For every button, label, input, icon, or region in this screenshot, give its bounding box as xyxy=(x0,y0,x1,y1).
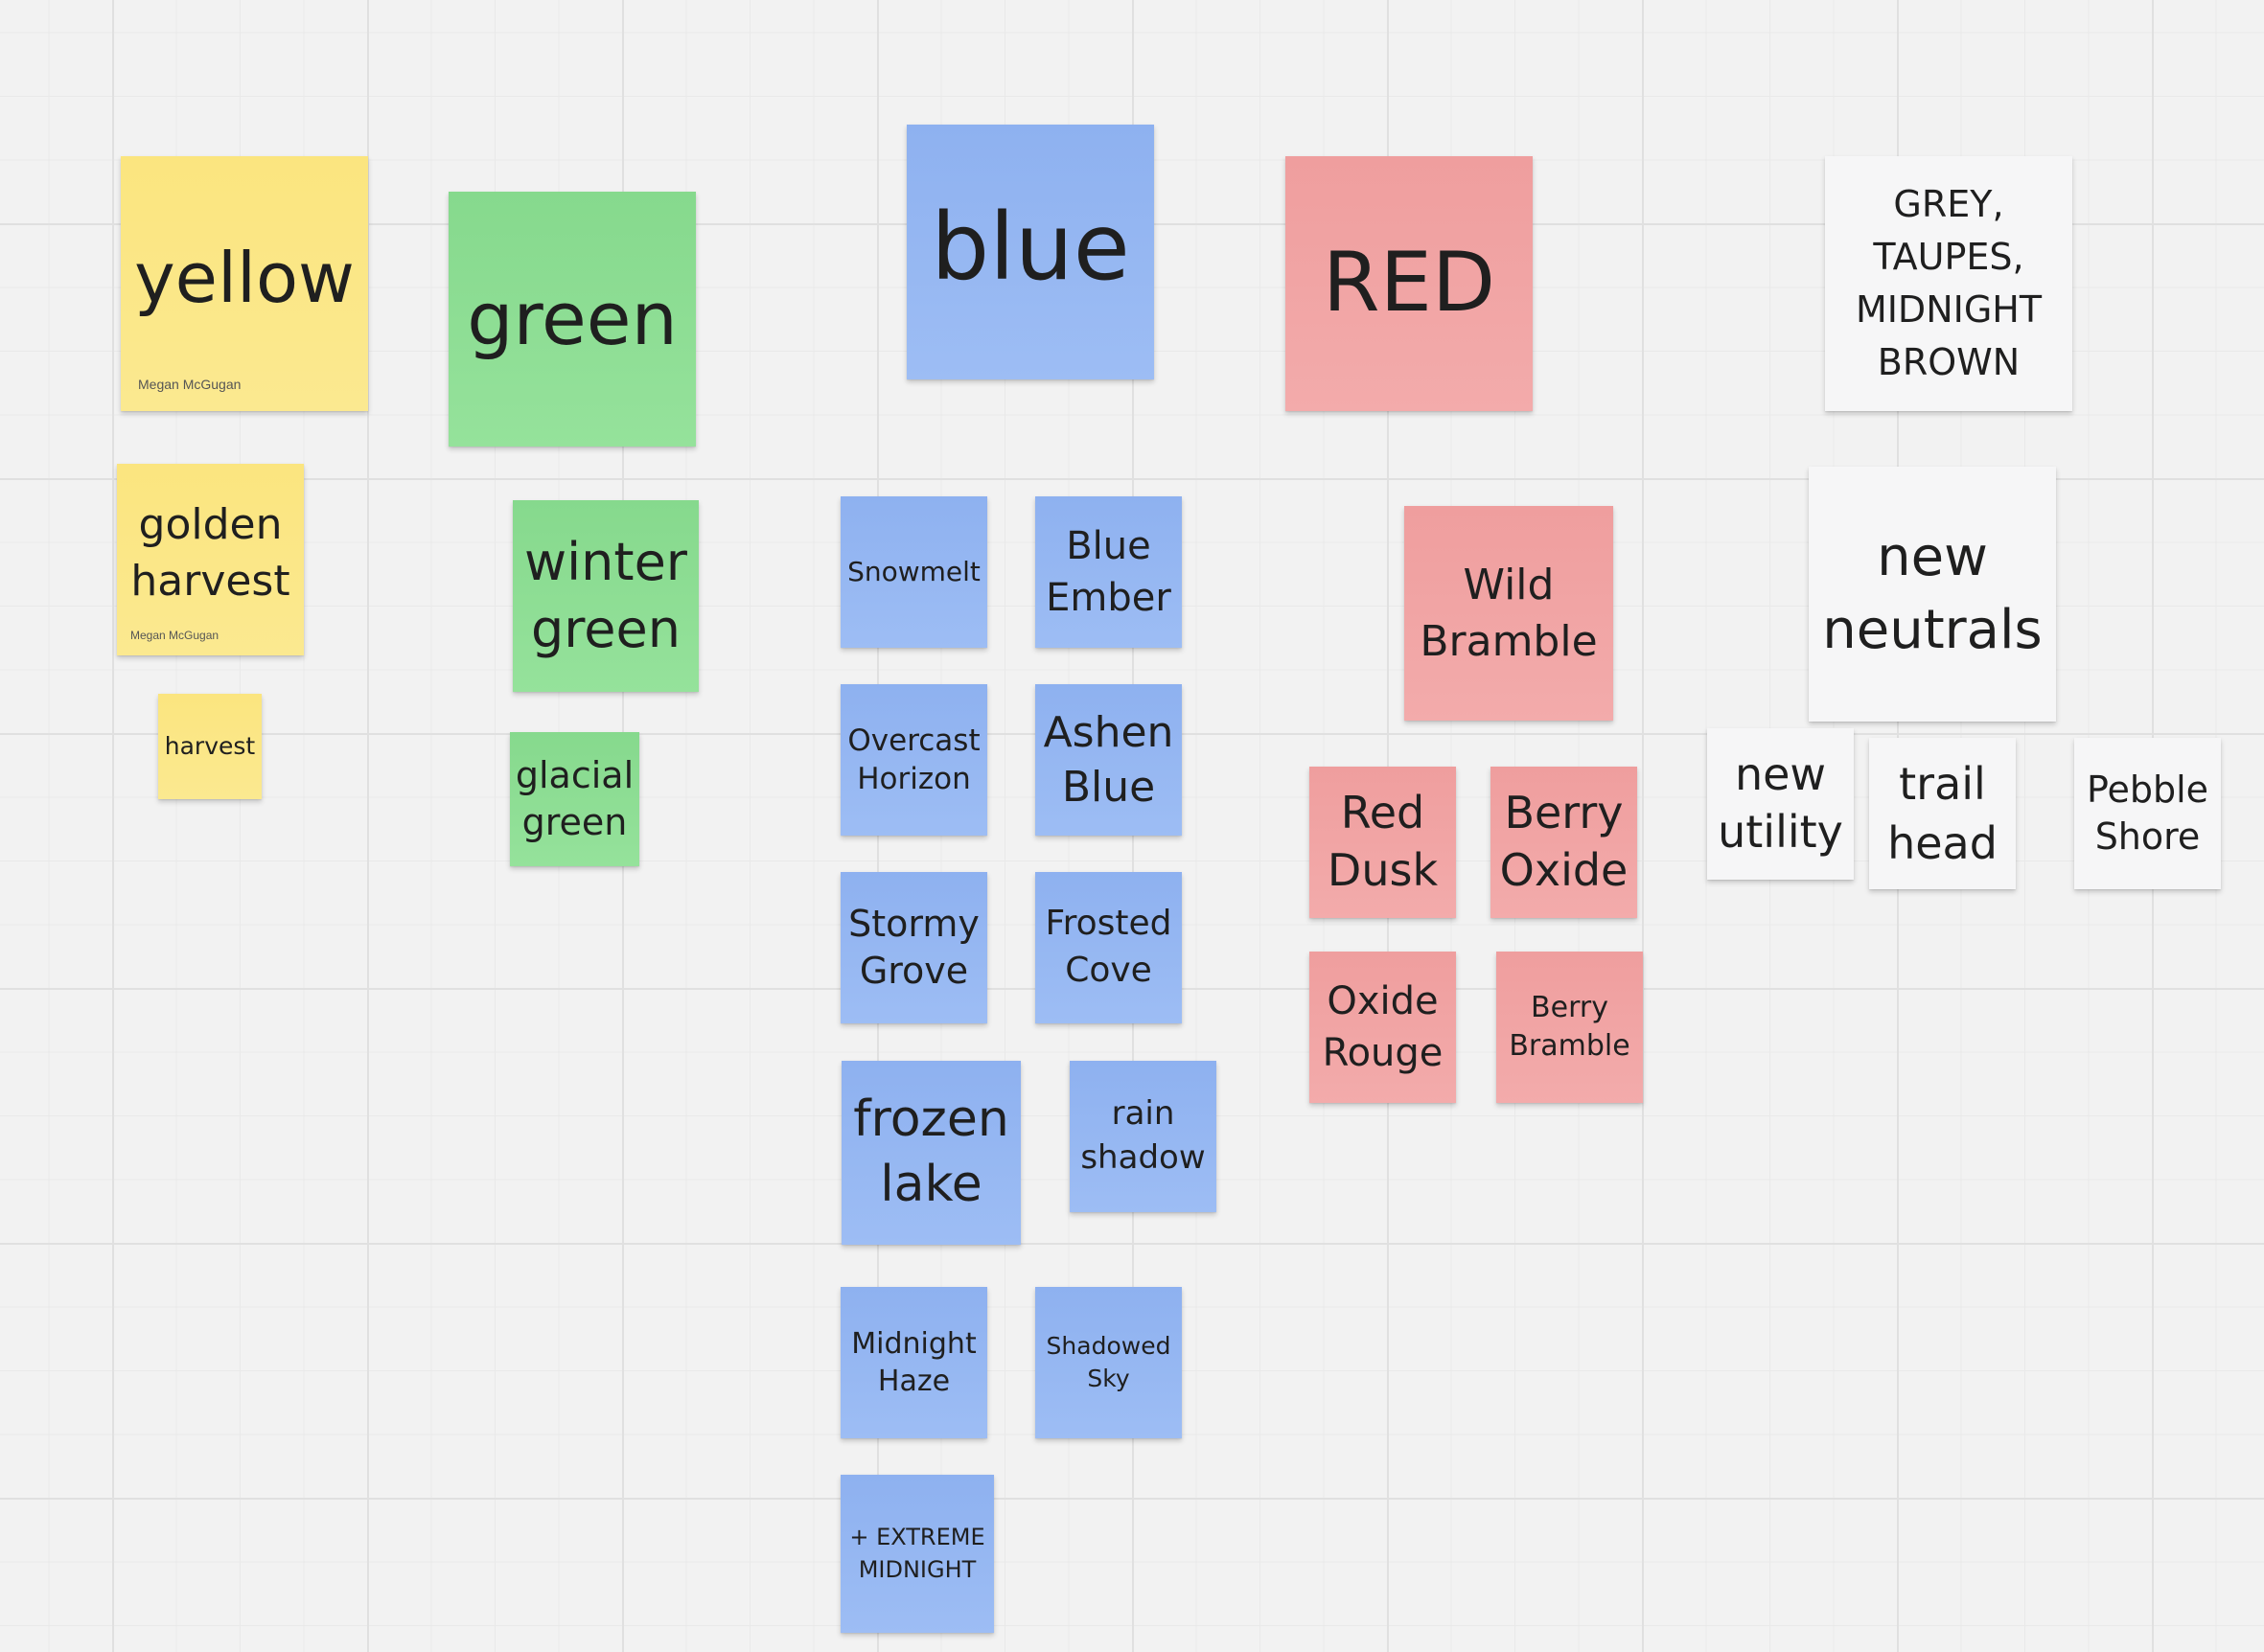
sticky-note-glacial-green[interactable]: glacial green xyxy=(510,732,639,866)
sticky-note-harvest[interactable]: harvest xyxy=(158,694,262,799)
sticky-note-text: Midnight Haze xyxy=(851,1327,977,1398)
sticky-note-wild-bramble[interactable]: Wild Bramble xyxy=(1404,506,1613,721)
sticky-note-text: Pebble Shore xyxy=(2086,768,2209,858)
sticky-note-text: harvest xyxy=(164,731,256,760)
sticky-note-new-utility[interactable]: new utility xyxy=(1707,728,1854,880)
sticky-note-grey-taupes[interactable]: GREY, TAUPES, MIDNIGHT BROWN xyxy=(1825,156,2072,411)
sticky-note-text: RED xyxy=(1322,235,1496,332)
sticky-note-oxide-rouge[interactable]: Oxide Rouge xyxy=(1309,952,1456,1103)
sticky-note-text: Red Dusk xyxy=(1327,787,1439,896)
sticky-note-text: Shadowed Sky xyxy=(1046,1332,1171,1392)
sticky-note-author: Megan McGugan xyxy=(138,377,242,392)
sticky-note-green[interactable]: green xyxy=(449,192,696,447)
sticky-note-midnight-haze[interactable]: Midnight Haze xyxy=(841,1287,987,1438)
sticky-note-text: rain shadow xyxy=(1080,1094,1206,1177)
sticky-note-text: yellow xyxy=(134,238,355,319)
sticky-note-text: Berry Bramble xyxy=(1509,990,1630,1064)
sticky-note-text: Wild Bramble xyxy=(1420,560,1598,666)
sticky-note-blue-ember[interactable]: Blue Ember xyxy=(1035,496,1182,648)
sticky-note-frosted-cove[interactable]: Frosted Cove xyxy=(1035,872,1182,1023)
sticky-note-ashen-blue[interactable]: Ashen Blue xyxy=(1035,684,1182,836)
sticky-note-text: Snowmelt xyxy=(847,555,981,587)
sticky-note-yellow[interactable]: yellow Megan McGugan xyxy=(121,156,368,411)
sticky-note-text: blue xyxy=(931,193,1130,301)
sticky-note-berry-bramble[interactable]: Berry Bramble xyxy=(1496,952,1643,1103)
sticky-note-text: Frosted Cove xyxy=(1045,904,1172,990)
sticky-note-text: winter green xyxy=(524,531,687,659)
sticky-note-snowmelt[interactable]: Snowmelt xyxy=(841,496,987,648)
sticky-note-text: Berry Oxide xyxy=(1499,787,1629,896)
sticky-note-new-neutrals[interactable]: new neutrals xyxy=(1809,467,2056,722)
sticky-note-text: new utility xyxy=(1718,748,1843,858)
sticky-note-text: new neutrals xyxy=(1822,526,2043,661)
sticky-note-overcast-horizon[interactable]: Overcast Horizon xyxy=(841,684,987,836)
sticky-note-trail-head[interactable]: trail head xyxy=(1869,738,2016,889)
sticky-note-text: green xyxy=(467,275,678,361)
sticky-note-stormy-grove[interactable]: Stormy Grove xyxy=(841,872,987,1023)
sticky-note-blue[interactable]: blue xyxy=(907,125,1154,379)
sticky-note-text: trail head xyxy=(1887,757,1998,869)
sticky-note-red[interactable]: RED xyxy=(1285,156,1533,411)
sticky-note-text: Blue Ember xyxy=(1046,524,1171,620)
sticky-note-text: Stormy Grove xyxy=(848,902,980,992)
sticky-note-text: + EXTREME MIDNIGHT xyxy=(849,1523,985,1583)
sticky-note-frozen-lake[interactable]: frozen lake xyxy=(842,1061,1021,1245)
sticky-note-winter-green[interactable]: winter green xyxy=(513,500,699,692)
sticky-note-shadowed-sky[interactable]: Shadowed Sky xyxy=(1035,1287,1182,1438)
sticky-note-text: Overcast Horizon xyxy=(847,723,981,796)
sticky-note-text: glacial green xyxy=(515,753,635,843)
sticky-note-text: frozen lake xyxy=(853,1090,1009,1213)
sticky-note-red-dusk[interactable]: Red Dusk xyxy=(1309,767,1456,918)
sticky-note-rain-shadow[interactable]: rain shadow xyxy=(1070,1061,1216,1212)
sticky-note-text: Ashen Blue xyxy=(1043,707,1174,812)
sticky-note-berry-oxide[interactable]: Berry Oxide xyxy=(1490,767,1637,918)
sticky-note-extreme-midnight[interactable]: + EXTREME MIDNIGHT xyxy=(841,1475,994,1633)
sticky-note-text: golden harvest xyxy=(130,499,290,606)
sticky-note-text: GREY, TAUPES, MIDNIGHT BROWN xyxy=(1855,182,2043,384)
sticky-note-text: Oxide Rouge xyxy=(1322,979,1444,1075)
sticky-note-author: Megan McGugan xyxy=(130,629,219,642)
sticky-note-pebble-shore[interactable]: Pebble Shore xyxy=(2074,738,2221,889)
sticky-note-golden-harvest[interactable]: golden harvest Megan McGugan xyxy=(117,464,304,655)
